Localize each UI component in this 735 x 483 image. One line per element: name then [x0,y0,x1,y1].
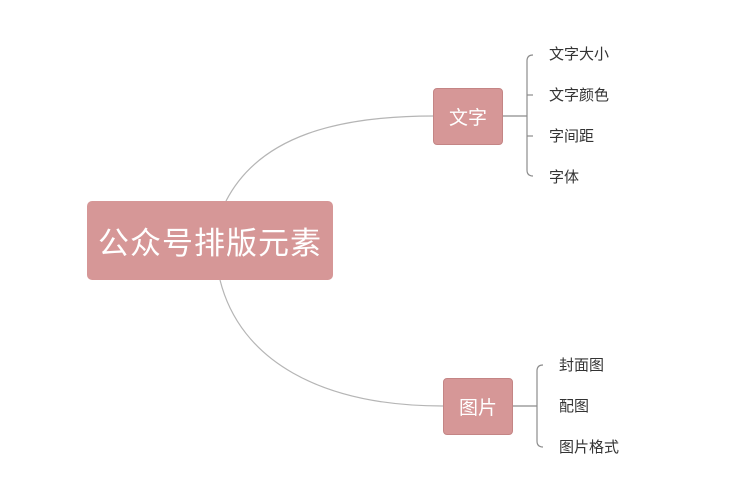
connector-image-bracket [536,364,544,448]
branch-node-text: 文字 [433,88,503,145]
connector-text-bracket [526,54,534,177]
leaf-illustration: 配图 [559,397,590,415]
leaf-font-color: 文字颜色 [549,86,610,104]
branch-node-image: 图片 [443,378,513,435]
leaf-font-size: 文字大小 [549,45,610,63]
leaf-letter-spacing: 字间距 [549,127,595,145]
leaf-image-format: 图片格式 [559,438,620,456]
leaf-font-family: 字体 [549,168,580,186]
leaf-cover-image: 封面图 [559,356,605,374]
connector-root-to-image [219,279,444,407]
root-node: 公众号排版元素 [87,201,333,280]
connector-root-to-text [225,115,434,202]
